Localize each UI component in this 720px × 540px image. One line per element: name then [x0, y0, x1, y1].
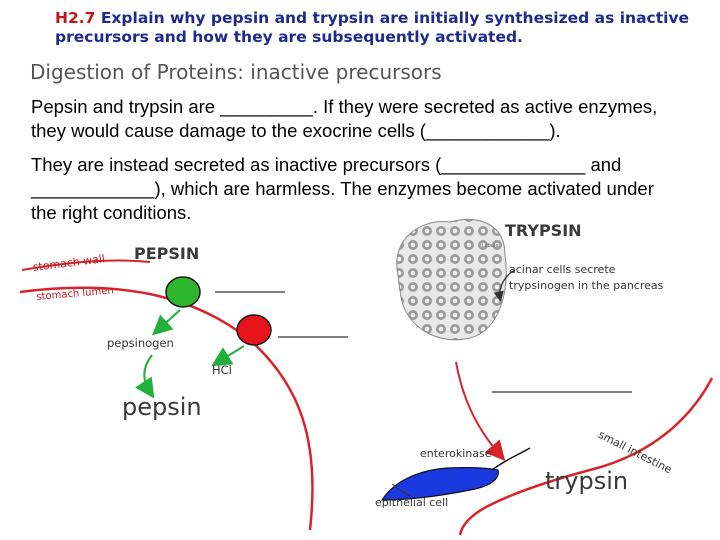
enterokinase-label: enterokinase — [420, 447, 492, 460]
paragraph-2-line1: They are instead secreted as inactive pr… — [31, 154, 622, 175]
micrograph-label: Lobule — [482, 243, 499, 249]
question-text-line2: precursors and how they are subsequently… — [55, 28, 523, 46]
stomach-wall-line — [21, 259, 151, 271]
parietal-cell — [236, 314, 272, 346]
acinar-label-line2: trypsinogen in the pancreas — [509, 279, 664, 292]
hcl-label: HCl — [212, 363, 232, 377]
chief-cell — [165, 276, 201, 308]
pepsin-title: PEPSIN — [134, 244, 200, 263]
paragraph-2-line2: ____________), which are harmless. The e… — [31, 178, 654, 199]
pancreas-micrograph — [396, 218, 507, 341]
acinar-pointer — [493, 269, 516, 302]
intestine-curve — [458, 377, 714, 536]
paragraph-1-line2: they would cause damage to the exocrine … — [31, 120, 561, 141]
pepsinogen-arrow — [152, 309, 181, 336]
epithelial-cell — [380, 467, 499, 501]
question-number: H2.7 — [55, 9, 96, 27]
trypsin-title: TRYPSIN — [505, 221, 582, 240]
question-text-line1: Explain why pepsin and trypsin are initi… — [100, 9, 690, 27]
acinar-label: acinar cells secrete trypsinogen in the … — [509, 262, 663, 294]
paragraph-1: Pepsin and trypsin are _________. If the… — [31, 95, 720, 143]
cell-membrane — [491, 447, 531, 471]
epithelial-pointer — [391, 483, 411, 497]
paragraph-1-line1: Pepsin and trypsin are _________. If the… — [31, 96, 658, 117]
hcl-arrow — [211, 345, 245, 367]
pepsinogen-label: pepsinogen — [107, 336, 174, 350]
epithelial-cell-label: epithelial cell — [375, 496, 449, 509]
paragraph-2-line3: the right conditions. — [31, 202, 192, 223]
paragraph-2: They are instead secreted as inactive pr… — [31, 153, 720, 225]
question-title: H2.7 Explain why pepsin and trypsin are … — [55, 9, 695, 47]
trypsinogen-arrow — [455, 361, 506, 462]
pepsin-label: pepsin — [122, 393, 202, 421]
trypsin-label: trypsin — [545, 467, 629, 495]
acinar-label-line1: acinar cells secrete — [509, 263, 616, 276]
activation-arrow — [135, 354, 155, 399]
section-heading: Digestion of Proteins: inactive precurso… — [30, 60, 442, 84]
